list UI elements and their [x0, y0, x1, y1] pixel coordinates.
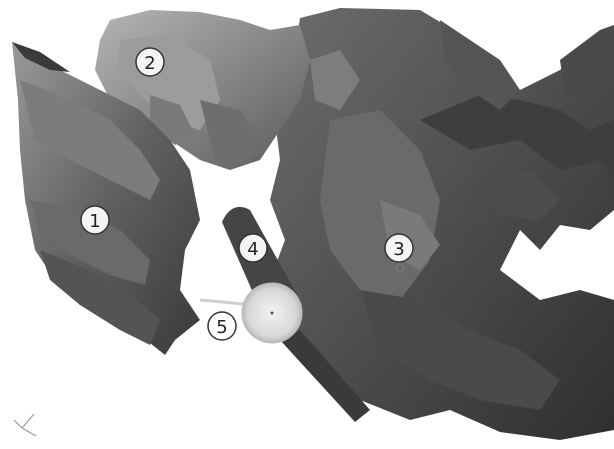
marker-3[interactable]: 3	[385, 234, 413, 262]
marker-2[interactable]: 2	[136, 48, 164, 76]
marker-5[interactable]: 5	[208, 312, 236, 340]
marker-1[interactable]: 1	[81, 206, 109, 234]
marker-4-label: 4	[247, 239, 258, 260]
marker-1-label: 1	[89, 211, 100, 232]
marker-5-label: 5	[216, 317, 227, 338]
marker-3-label: 3	[393, 239, 404, 260]
marker-4[interactable]: 4	[239, 234, 267, 262]
marker-2-label: 2	[144, 53, 155, 74]
tool-tip-disc[interactable]	[242, 283, 302, 343]
